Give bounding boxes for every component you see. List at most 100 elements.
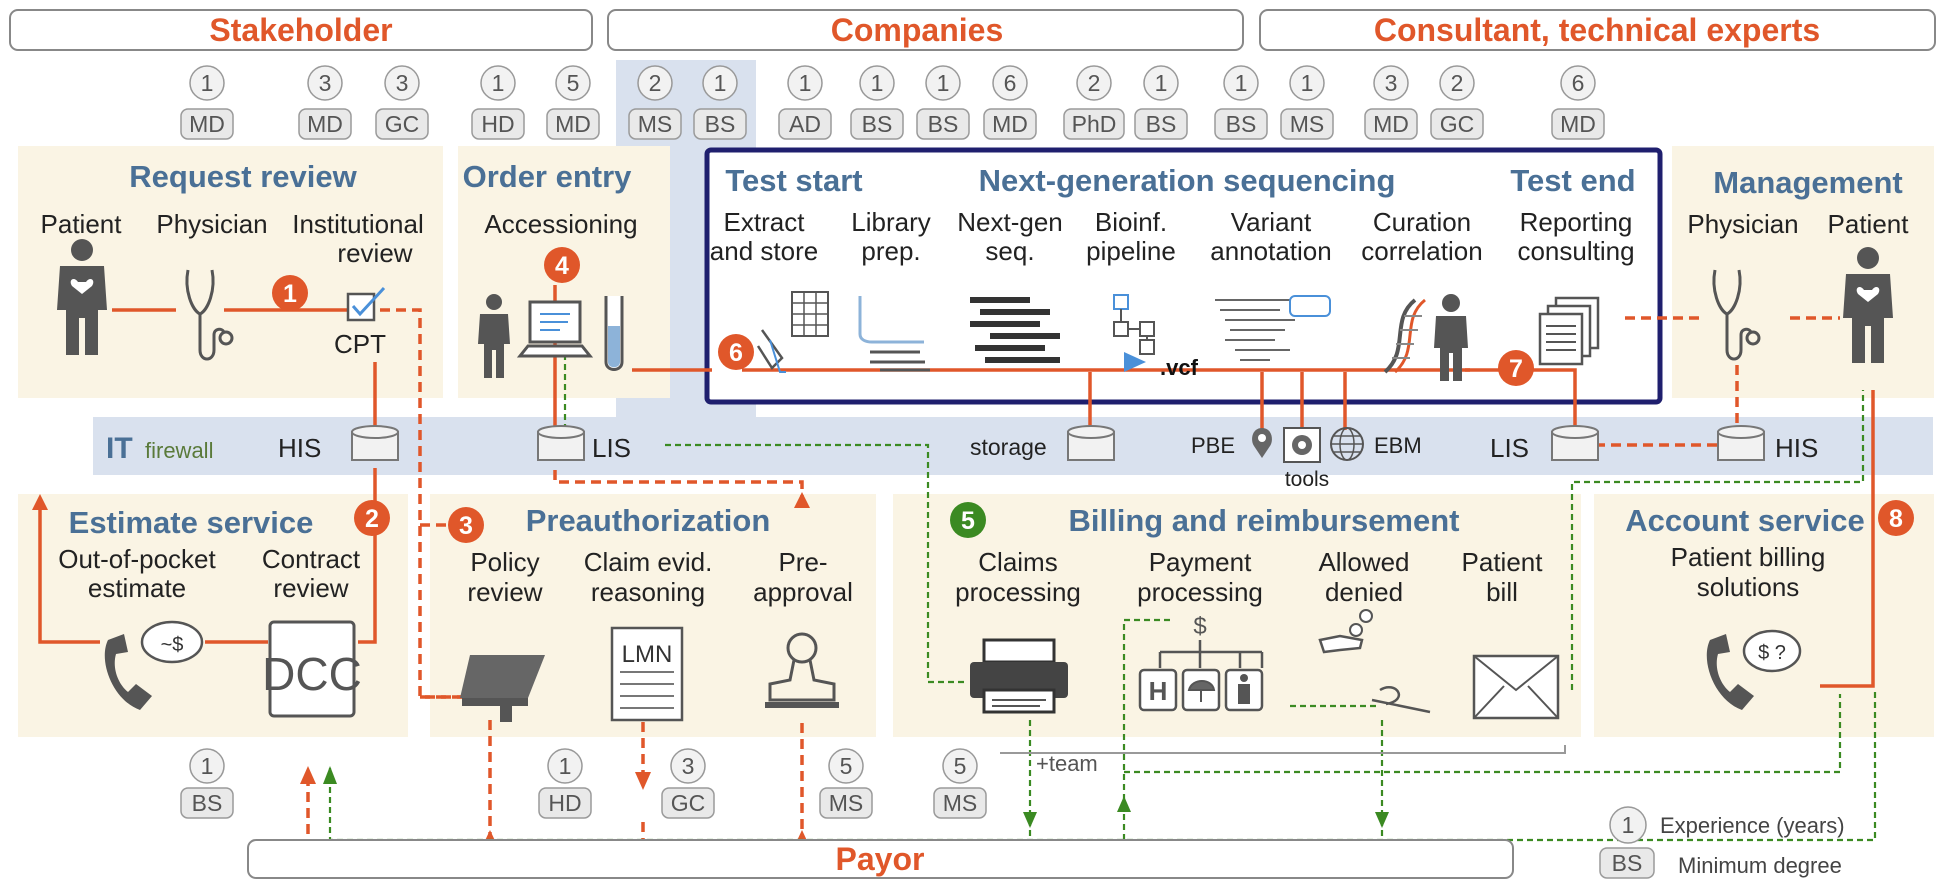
payor-box [247, 839, 1514, 879]
payor-label: Payor [836, 841, 925, 877]
bottom-pill-years: 1 [559, 753, 572, 779]
bottom-pill-degree-pill [180, 787, 234, 819]
patient-billing-label-1: Patient billing [1671, 542, 1826, 572]
bottom-pill-degree: GC [671, 790, 706, 816]
account-phone-icon [1706, 629, 1802, 710]
header-consultant: Consultant, technical experts [1374, 12, 1820, 48]
bottom-pill-degree-pill [538, 787, 592, 819]
top-pill-degree: MD [992, 111, 1028, 137]
top-pill-degree-pill [1063, 108, 1125, 140]
top-pill-degree: MD [307, 111, 343, 137]
firewall-label: firewall [145, 438, 213, 463]
top-pill-degree-pill [983, 108, 1037, 140]
bottom-pill-years-circle [670, 748, 706, 784]
step-reporting-1: Reporting [1520, 207, 1633, 237]
cpt-checkbox-icon [346, 286, 386, 322]
badge-1: 1 [272, 275, 308, 311]
arrow-payor-payment [1117, 796, 1131, 812]
computer-icon [516, 300, 594, 358]
step-curation-2: correlation [1361, 236, 1482, 266]
bottom-pill-years: 5 [840, 753, 853, 779]
contract-label-2: review [273, 573, 348, 603]
dna-icon [1383, 298, 1426, 374]
pipeline-graph-icon [1113, 294, 1155, 372]
cpt-label: CPT [334, 329, 386, 359]
mgmt-patient-label: Patient [1828, 209, 1910, 239]
top-pill-years-circle [307, 65, 343, 101]
step-reporting-2: consulting [1517, 236, 1634, 266]
arrow-claims-payor [1023, 812, 1037, 828]
arrow-allowed-payor [1375, 812, 1389, 828]
institutional-label-1: Institutional [292, 209, 424, 239]
top-pill-years-circle [1373, 65, 1409, 101]
header-consultant-box [1259, 9, 1936, 51]
legend-years-label: Experience (years) [1660, 813, 1845, 838]
step-variant-2: annotation [1210, 236, 1331, 266]
policy-label-2: review [467, 577, 542, 607]
claim-label-2: reasoning [591, 577, 705, 607]
step-nextgen-1: Next-gen [957, 207, 1063, 237]
header-stakeholder-box [9, 9, 593, 51]
top-pill-degree: GC [1440, 111, 1475, 137]
top-pill-degree-pill [546, 108, 600, 140]
top-pill-degree: AD [789, 111, 821, 137]
phone-icon [104, 620, 204, 710]
pre-label-2: approval [753, 577, 853, 607]
claim-label-1: Claim evid. [584, 547, 713, 577]
top-pill-years-circle [1560, 65, 1596, 101]
top-pill-years: 6 [1572, 70, 1585, 96]
dollar-text: $ [1193, 613, 1206, 640]
bottom-pill-years-circle [828, 748, 864, 784]
top-pill-degree-pill [471, 108, 525, 140]
account-bubble-text: $ ? [1758, 642, 1786, 664]
top-pill-years-circle [480, 65, 516, 101]
claims-label-1: Claims [978, 547, 1057, 577]
library-prep-icon [858, 296, 930, 372]
top-pill-degree: BS [1226, 111, 1257, 137]
top-pill-degree-pill [1134, 108, 1188, 140]
patient-label: Patient [41, 209, 123, 239]
connector-estimate-up [38, 505, 100, 644]
badge-1-text: 1 [283, 280, 297, 308]
bottom-pill-years: 3 [682, 753, 695, 779]
pipeline-steps: Extract and store Library prep. Next-gen… [710, 207, 1635, 266]
top-pill-years-circle [925, 65, 961, 101]
top-pill-years: 1 [871, 70, 884, 96]
top-pill-degree: BS [705, 111, 736, 137]
account-title: Account service [1625, 503, 1865, 538]
oop-label-1: Out-of-pocket [58, 544, 216, 574]
top-pill-years: 1 [1301, 70, 1314, 96]
top-pill-years-circle [637, 65, 673, 101]
top-pill-degree-pill [1364, 108, 1418, 140]
estimate-title: Estimate service [69, 505, 314, 540]
payment-label-1: Payment [1149, 547, 1252, 577]
top-pill-degree: GC [385, 111, 420, 137]
lmn-document-icon [610, 626, 684, 722]
connector-lis-claims [665, 443, 968, 684]
order-person-icon [478, 294, 510, 378]
annotation-icon [1215, 295, 1331, 361]
top-pill-degree-pill [180, 108, 234, 140]
dcc-logo-text: DCC [262, 648, 362, 700]
billing-title: Billing and reimbursement [1068, 503, 1459, 538]
legend: 1 Experience (years) BS Minimum degree [1599, 806, 1845, 879]
policy-label-1: Policy [470, 547, 539, 577]
top-pill-degree-pill [1280, 108, 1334, 140]
book-icon [460, 655, 545, 722]
top-pill-degree-pill [1551, 108, 1605, 140]
storage-label: storage [970, 434, 1047, 460]
ebm-label: EBM [1374, 433, 1422, 458]
storage-database-icon [1067, 425, 1115, 461]
badge-6-text: 6 [729, 339, 743, 367]
accessioning-label: Accessioning [484, 209, 637, 239]
top-pill-years: 2 [1088, 70, 1101, 96]
legend-degree-pill [1599, 847, 1655, 879]
bill-label-2: bill [1486, 577, 1518, 607]
pre-label-1: Pre- [778, 547, 827, 577]
step-extract-2: and store [710, 236, 818, 266]
his2-database-icon [1717, 425, 1765, 461]
top-experience-pills: 1MD3MD3GC1HD5MD2MS1BS1AD1BS1BS6MD2PhD1BS… [180, 65, 1605, 140]
it-band [93, 417, 1933, 475]
mgmt-stethoscope-icon [1712, 269, 1761, 361]
top-pill-degree: BS [928, 111, 959, 137]
